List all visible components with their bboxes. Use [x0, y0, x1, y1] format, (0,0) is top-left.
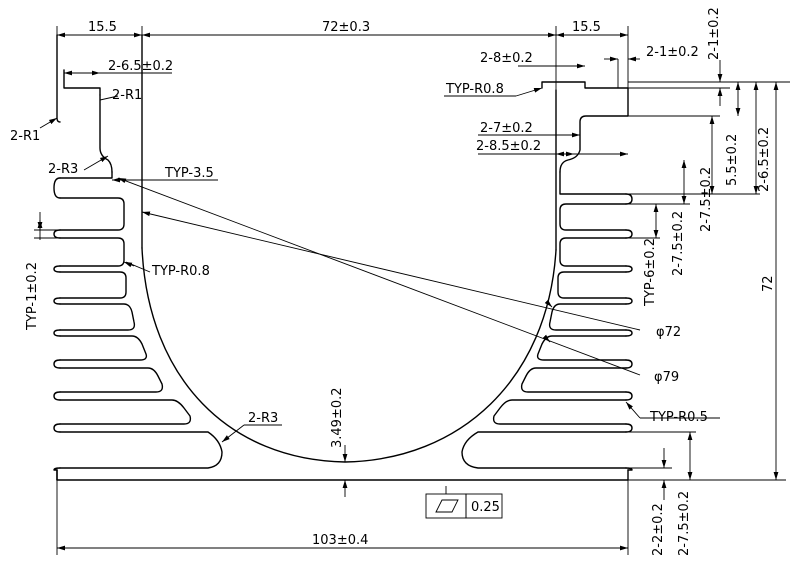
label-5-5: 5.5±0.2 [725, 134, 740, 186]
dimension-lines [34, 26, 790, 555]
label-typ-r08-right: TYP-R0.8 [445, 82, 504, 97]
label-overall-width: 103±0.4 [312, 533, 368, 548]
label-2-1-vertical: 2-1±0.2 [707, 7, 722, 60]
label-2-2: 2-2±0.2 [651, 503, 666, 556]
label-r3-top: 2-R3 [48, 162, 78, 177]
label-r1-left: 2-R1 [10, 129, 40, 144]
label-r3-bottom: 2-R3 [248, 411, 278, 426]
left-fins [53, 171, 223, 471]
label-height-72: 72 [761, 275, 776, 292]
label-typ-r08-left: TYP-R0.8 [151, 264, 210, 279]
label-typ-r05: TYP-R0.5 [649, 410, 708, 425]
label-dia-72: φ72 [656, 325, 681, 340]
label-2-7-5-b: 2-7.5±0.2 [671, 211, 686, 276]
label-2-7-5-c: 2-7.5±0.2 [677, 491, 692, 556]
label-2-8-5: 2-8.5±0.2 [476, 139, 541, 154]
right-fins [461, 171, 633, 471]
label-typ-1: TYP-1±0.2 [25, 262, 40, 331]
label-flatness: 0.25 [471, 500, 500, 515]
label-typ-6: TYP-6±0.2 [643, 238, 658, 307]
label-depth-3-49: 3.49±0.2 [330, 387, 345, 448]
label-2-8: 2-8±0.2 [480, 51, 533, 66]
label-2-7-5-a: 2-7.5±0.2 [699, 167, 714, 232]
label-2-6-5: 2-6.5±0.2 [757, 127, 772, 192]
label-slot-width-left: 2-6.5±0.2 [108, 59, 173, 74]
label-top-left-width: 15.5 [88, 20, 117, 35]
label-dia-79: φ79 [654, 370, 679, 385]
label-r1: 2-R1 [112, 88, 142, 103]
label-2-1-horizontal: 2-1±0.2 [646, 45, 699, 60]
label-2-7: 2-7±0.2 [480, 121, 533, 136]
label-top-center-width: 72±0.3 [322, 20, 370, 35]
label-top-right-width: 15.5 [572, 20, 601, 35]
label-typ-3-5: TYP-3.5 [164, 166, 214, 181]
dimension-labels: 15.5 72±0.3 15.5 2-6.5±0.2 2-R1 2-R1 2-R… [10, 7, 776, 556]
